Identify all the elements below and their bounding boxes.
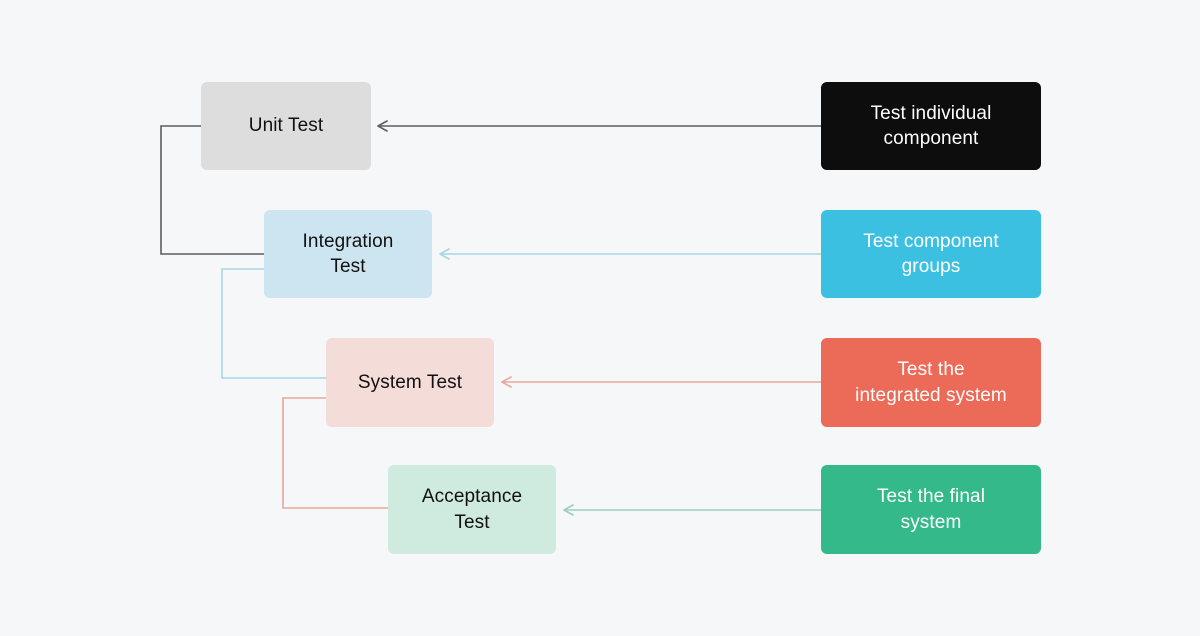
- node-unit-test-description[interactable]: Test individual component: [821, 82, 1041, 170]
- node-integration-test-description-label: Test component groups: [863, 230, 999, 277]
- node-acceptance-test-description[interactable]: Test the final system: [821, 465, 1041, 554]
- node-integration-test[interactable]: Integration Test: [264, 210, 432, 298]
- node-acceptance-test-label: Acceptance Test: [421, 486, 523, 533]
- node-integration-test-description[interactable]: Test component groups: [821, 210, 1041, 298]
- edge-description-to-integration: [439, 248, 821, 260]
- node-unit-test[interactable]: Unit Test: [201, 82, 371, 170]
- node-unit-test-description-label: Test individual component: [870, 102, 992, 149]
- node-acceptance-test-description-label: Test the final system: [876, 486, 986, 533]
- node-unit-test-label: Unit Test: [248, 115, 324, 137]
- edge-description-to-unit: [377, 120, 821, 132]
- edge-description-to-system: [501, 376, 821, 388]
- node-integration-test-label: Integration Test: [302, 230, 394, 277]
- node-system-test-label: System Test: [357, 371, 463, 393]
- node-system-test-description[interactable]: Test the integrated system: [821, 338, 1041, 427]
- edge-description-to-acceptance: [563, 504, 821, 516]
- node-system-test-description-label: Test the integrated system: [855, 359, 1007, 406]
- node-acceptance-test[interactable]: Acceptance Test: [388, 465, 556, 554]
- node-system-test[interactable]: System Test: [326, 338, 494, 427]
